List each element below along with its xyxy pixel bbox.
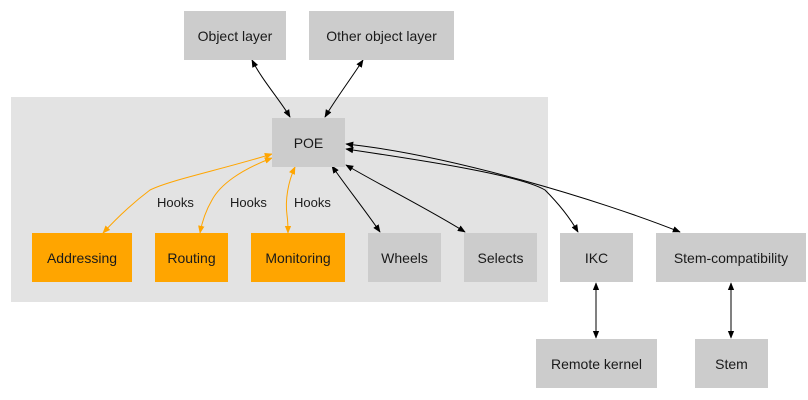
node-selects: Selects [464,233,537,282]
edge-poe-monitoring [284,166,296,234]
edge-poe-ikc [345,146,579,233]
edge-otherobject-poe [324,59,364,118]
node-stem-compatibility: Stem-compatibility [656,233,806,282]
node-ikc: IKC [560,233,633,282]
edge-poe-routing [198,157,273,234]
node-stem: Stem [695,339,768,388]
edge-label-hooks-addressing: Hooks [157,195,194,210]
edge-poe-addressing [102,153,273,234]
node-object-layer: Object layer [184,11,286,60]
node-addressing: Addressing [32,233,132,282]
node-remote-kernel: Remote kernel [536,339,657,388]
edge-objectlayer-poe [251,59,291,118]
edge-poe-wheels [331,165,381,233]
node-routing: Routing [155,233,228,282]
edge-label-hooks-monitoring: Hooks [294,195,331,210]
edge-poe-selects [345,164,466,233]
node-other-object-layer: Other object layer [309,11,454,60]
node-monitoring: Monitoring [251,233,345,282]
edge-poe-stemcompat [345,141,681,233]
edge-label-hooks-routing: Hooks [230,195,267,210]
node-poe: POE [272,118,345,167]
node-wheels: Wheels [368,233,441,282]
